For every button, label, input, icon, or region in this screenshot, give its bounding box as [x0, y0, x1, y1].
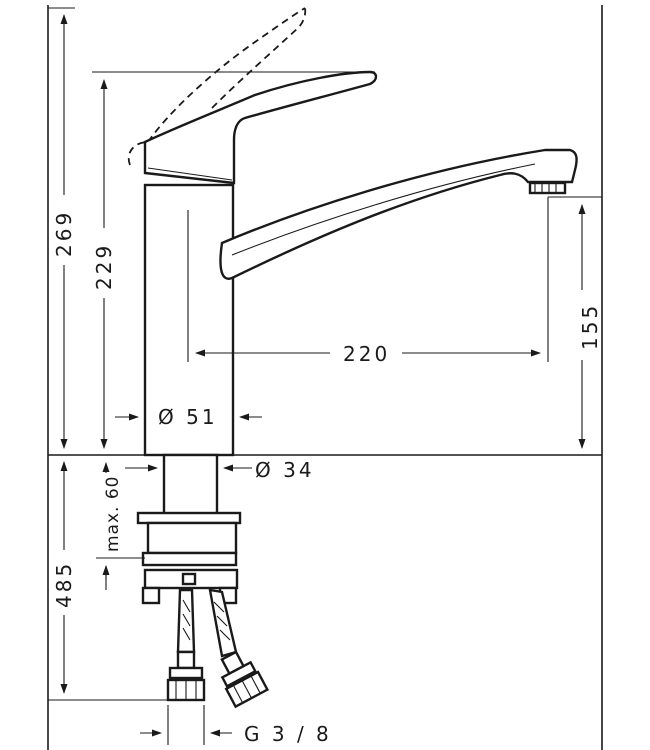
aerator: [528, 181, 567, 195]
mounting-plate: [136, 511, 242, 525]
hose-connector-left: [166, 650, 206, 702]
label-220: 220: [343, 342, 390, 366]
label-diameter-51: Ø 51: [158, 405, 218, 429]
hose-connector-right: [220, 650, 270, 709]
spout: [219, 148, 578, 280]
faucet-body: [127, 7, 578, 457]
label-485: 485: [52, 561, 76, 608]
dimension-155: 155: [548, 196, 602, 449]
dimension-269: 269: [48, 7, 76, 449]
dimension-diameter-51: Ø 51: [115, 405, 262, 429]
label-max-60: max. 60: [103, 476, 123, 552]
faucet-cylinder: [143, 183, 235, 457]
dimension-229: 229: [92, 71, 375, 449]
dimension-diameter-34: Ø 34: [125, 458, 315, 482]
hose-left: [176, 588, 196, 654]
dimension-g-3-8: G 3 / 8: [140, 705, 332, 746]
shank: [162, 453, 219, 517]
dimension-485: 485: [48, 461, 170, 701]
mounting-assembly: [136, 453, 270, 709]
dimension-220: 220: [187, 197, 549, 366]
lever-handle: [143, 70, 378, 185]
label-229: 229: [92, 243, 116, 290]
label-269: 269: [52, 210, 76, 257]
label-diameter-34: Ø 34: [255, 458, 315, 482]
label-155: 155: [578, 303, 602, 350]
mounting-nut: [146, 521, 238, 555]
label-g-3-8: G 3 / 8: [244, 722, 332, 746]
dimension-max-60: max. 60: [96, 462, 145, 590]
